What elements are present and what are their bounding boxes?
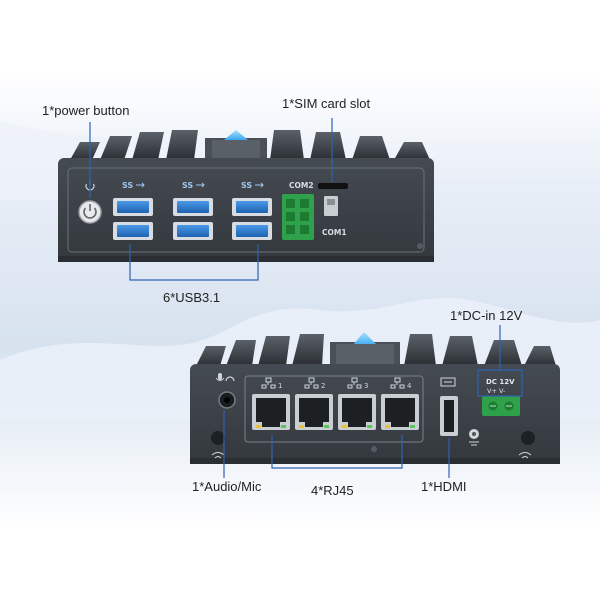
- lan-number: 1: [278, 382, 282, 390]
- led-indicator: [352, 332, 378, 346]
- antenna-hole: [521, 431, 535, 445]
- usb-label: 6*USB3.1: [163, 290, 221, 305]
- power-button-label: 1*power button: [42, 103, 130, 118]
- sim-card-slot[interactable]: [318, 183, 348, 216]
- rj45-label: 4*RJ45: [311, 483, 354, 498]
- top-callouts: [89, 118, 333, 281]
- usb-stack-3[interactable]: [232, 198, 272, 240]
- dc-in-label: 1*DC-in 12V: [450, 308, 523, 323]
- dc-polarity: V+ V-: [487, 387, 506, 395]
- dc-title: DC 12V: [486, 378, 515, 386]
- hdmi-port[interactable]: [440, 396, 458, 436]
- com2-label: COM2: [289, 181, 314, 190]
- rj45-port-3[interactable]: [338, 394, 376, 430]
- lan-number: 3: [364, 382, 368, 390]
- rear-unit: 1 2 3 4 DC 12V V+ V-: [190, 332, 560, 464]
- lan-number: 2: [321, 382, 325, 390]
- usb-stack-1[interactable]: [113, 198, 153, 240]
- antenna-hole: [211, 431, 225, 445]
- lan-icon: [390, 377, 405, 389]
- com1-label: COM1: [322, 228, 347, 237]
- front-unit: SS SS SS COM2 COM1: [58, 130, 434, 262]
- bottom-callouts: [223, 325, 523, 478]
- audio-label: 1*Audio/Mic: [192, 479, 262, 494]
- usb-logo-icon: SS: [241, 181, 252, 190]
- heatsink-top: [70, 130, 430, 162]
- heatsink-bottom: [196, 332, 556, 368]
- usb-stack-2[interactable]: [173, 198, 213, 240]
- sim-slot-label: 1*SIM card slot: [282, 96, 371, 111]
- power-icon: [83, 204, 97, 219]
- mic-icon: [215, 373, 225, 381]
- hdmi-icon: [440, 377, 456, 387]
- usb-logo-icon: SS: [122, 181, 133, 190]
- power-button[interactable]: [78, 200, 102, 224]
- lan-icon: [347, 377, 362, 389]
- hdmi-label: 1*HDMI: [421, 479, 467, 494]
- audio-jack[interactable]: [218, 391, 236, 409]
- wifi-icon: [211, 452, 225, 459]
- rj45-port-2[interactable]: [295, 394, 333, 430]
- lan-icon: [304, 377, 319, 389]
- wifi-icon: [518, 452, 532, 459]
- rj45-port-4[interactable]: [381, 394, 419, 430]
- com2-terminal[interactable]: [282, 194, 314, 240]
- headphone-icon: [225, 376, 235, 382]
- usb-logo-icon: SS: [182, 181, 193, 190]
- led-indicator: [224, 130, 248, 140]
- ground-icon: [469, 429, 479, 446]
- lan-icon: [261, 377, 276, 389]
- rj45-port-1[interactable]: [252, 394, 290, 430]
- dc-in-terminal[interactable]: [482, 396, 520, 416]
- lan-number: 4: [407, 382, 412, 390]
